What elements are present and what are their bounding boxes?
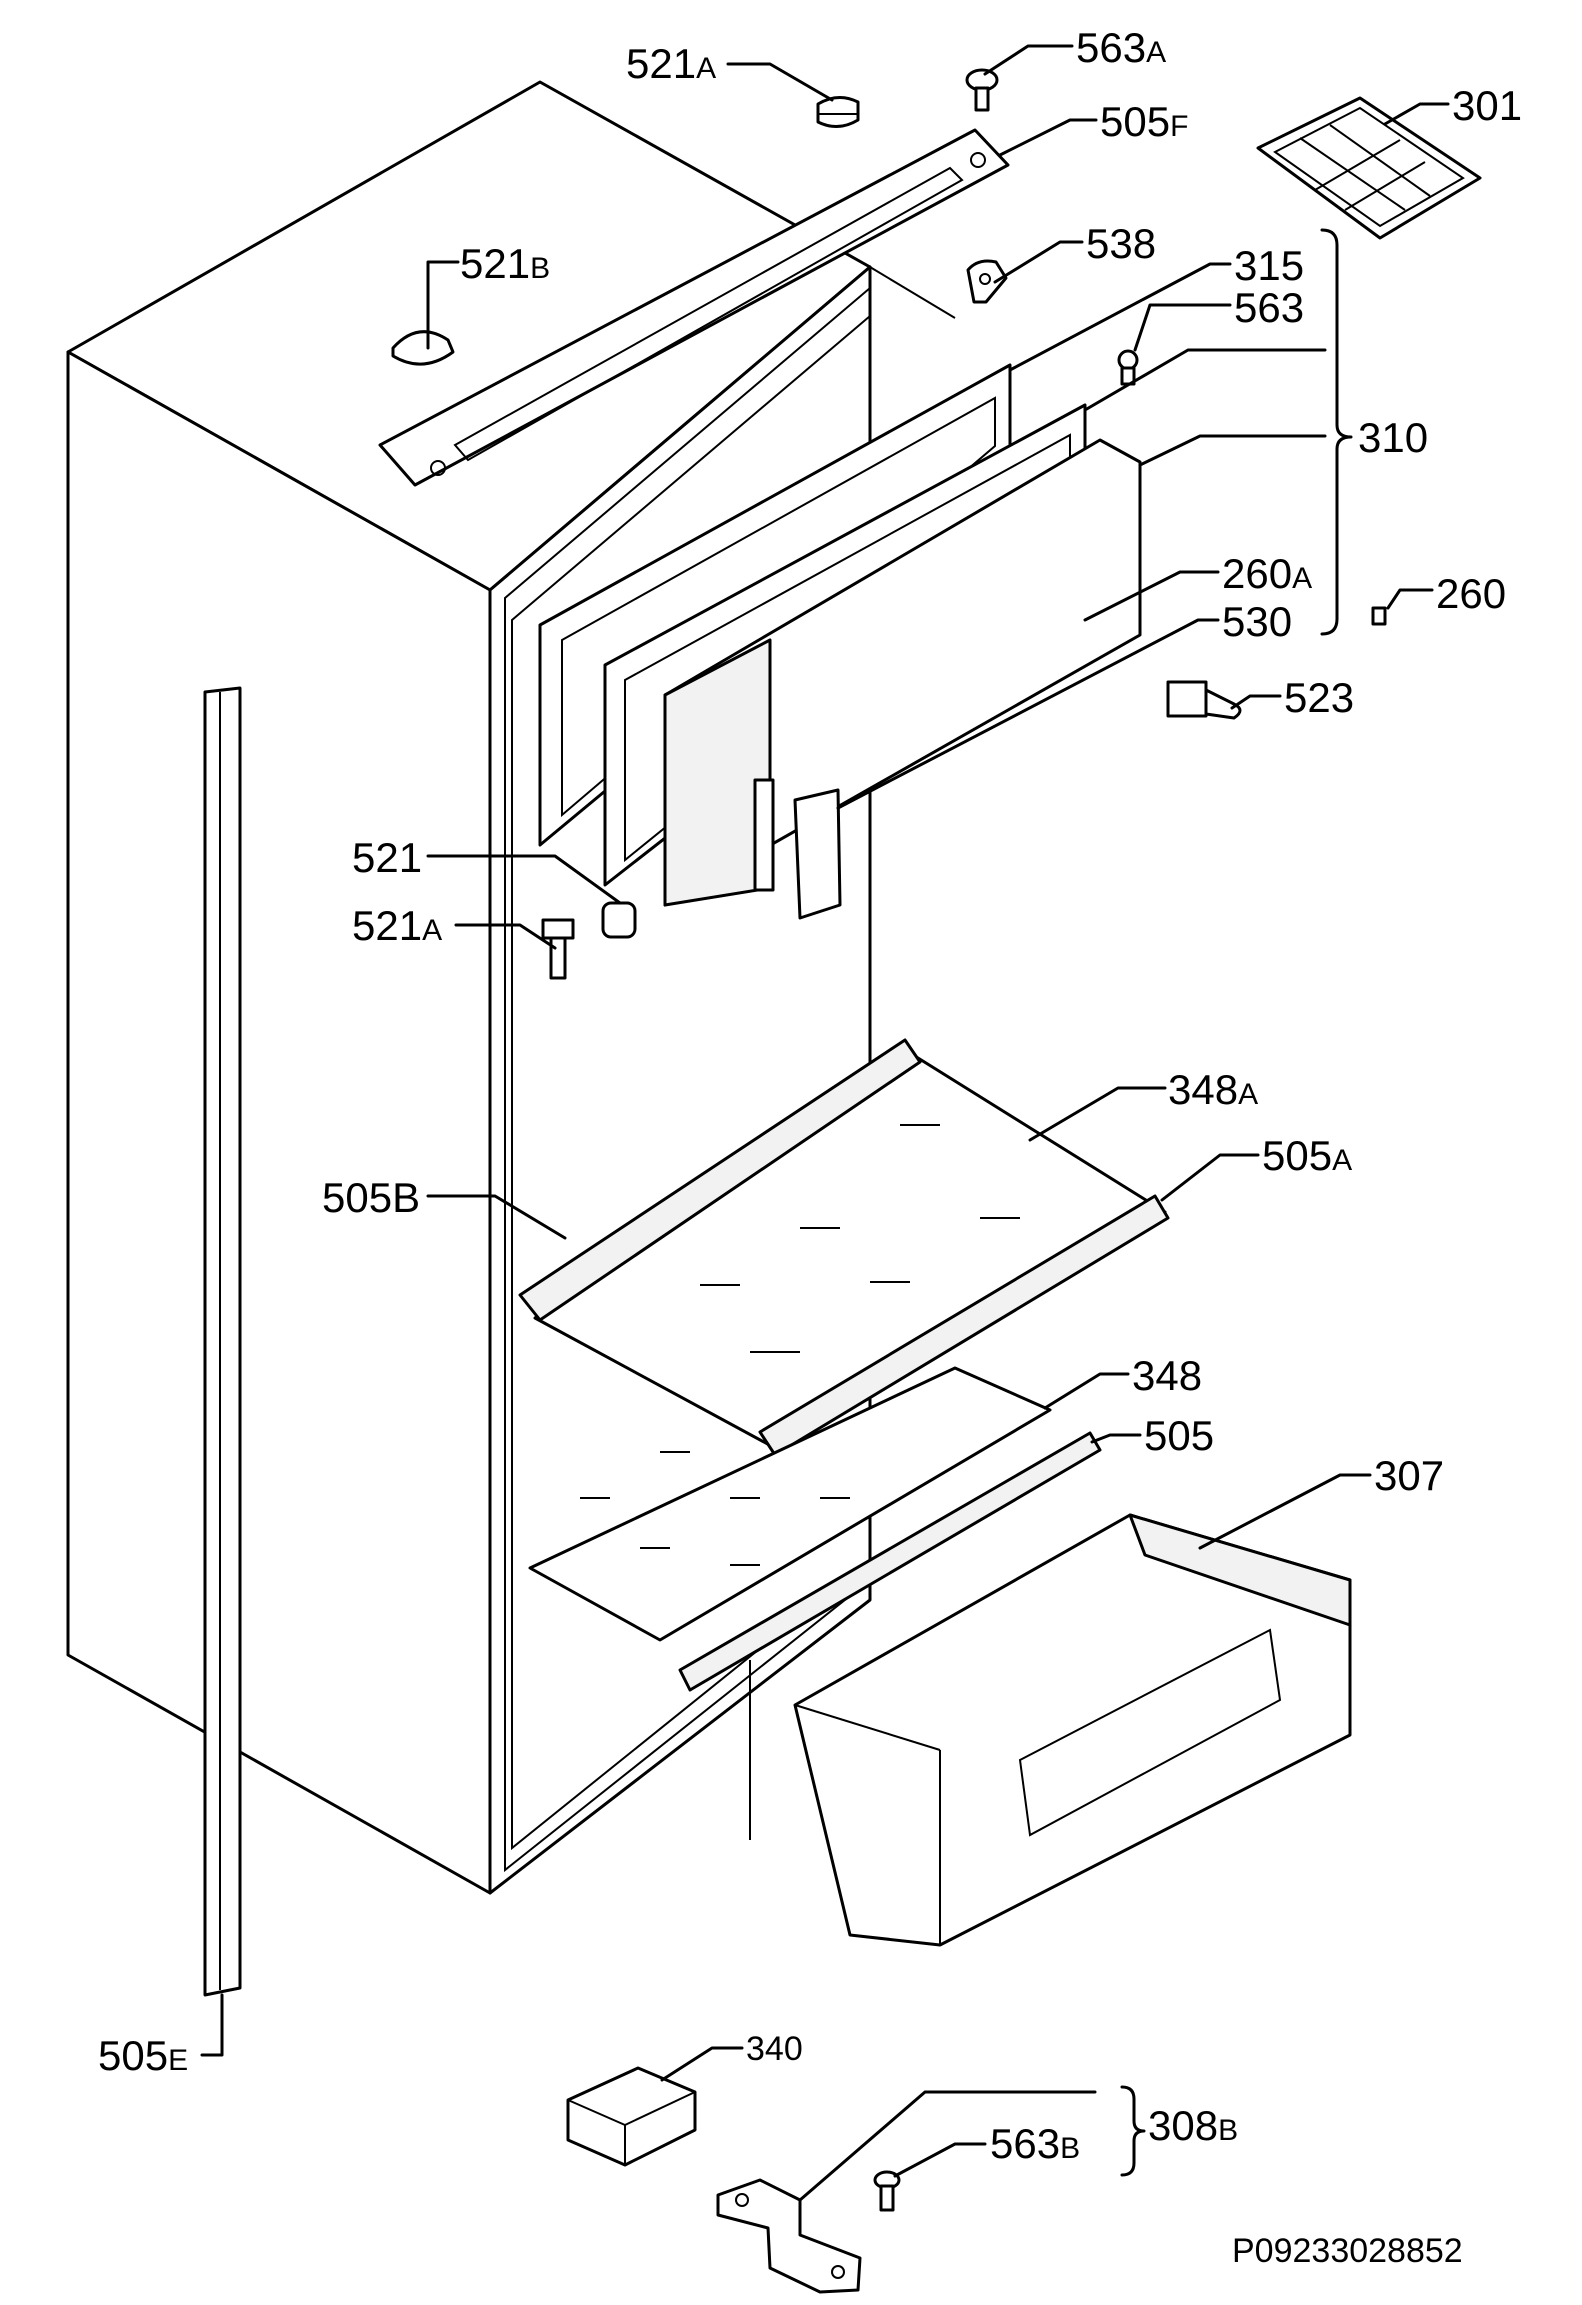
clip-260 <box>1371 606 1387 626</box>
ice-tray-301 <box>1256 96 1482 240</box>
crisper-drawer-handle-recess <box>1018 1628 1282 1837</box>
freezer-door-handle-530 <box>793 788 842 920</box>
reference-code: P09233028852 <box>1232 2232 1463 2270</box>
callout-315: 315 <box>1234 242 1304 289</box>
callout-505E: 505E <box>98 2032 188 2079</box>
callout-538: 538 <box>1086 220 1156 267</box>
screw-563 <box>1117 349 1139 386</box>
callout-530: 530 <box>1222 598 1292 645</box>
top-trim-strip <box>378 128 1010 487</box>
screw-563A <box>965 68 999 112</box>
callout-310: 310 <box>1358 414 1428 461</box>
shelf-front-trim-505A <box>758 1194 1170 1457</box>
callout-labels: 521A 563A 505F 301 521B 538 315 563 310 … <box>98 24 1522 2167</box>
callout-260A: 260A <box>1222 550 1312 597</box>
cap-521B <box>391 330 455 366</box>
bracket-538 <box>966 259 1008 304</box>
shelf-rear-trim-505B <box>518 1038 922 1322</box>
callout-260: 260 <box>1436 570 1506 617</box>
switch-523 <box>1166 680 1242 720</box>
callout-505F: 505F <box>1100 98 1188 145</box>
crisper-drawer-307 <box>793 1513 1352 1947</box>
screw-563B <box>873 2170 901 2212</box>
cap-521A-top <box>816 96 860 128</box>
callout-505: 505 <box>1144 1412 1214 1459</box>
callout-307: 307 <box>1374 1452 1444 1499</box>
callout-521A-top: 521A <box>626 40 716 87</box>
shelf-trim-505 <box>678 1431 1102 1692</box>
callout-505A: 505A <box>1262 1132 1352 1179</box>
glass-shelf-348A <box>518 1038 1170 1457</box>
hinge-pin-521A <box>541 918 575 980</box>
assembly-bracket-310 <box>1320 228 1353 636</box>
callout-348: 348 <box>1132 1352 1202 1399</box>
freezer-door-panel-310 <box>663 438 1142 907</box>
block-340 <box>566 2066 697 2167</box>
leader-lines <box>200 44 1450 2202</box>
glass-shelf-348 <box>528 1366 1052 1642</box>
callout-340: 340 <box>746 2030 803 2068</box>
hinge-308B <box>716 2178 862 2294</box>
callout-563A: 563A <box>1076 24 1166 71</box>
assembly-bracket-308B <box>1120 2085 1146 2177</box>
callout-348A: 348A <box>1168 1066 1258 1113</box>
vertical-trim-505E <box>203 686 242 1997</box>
cabinet-left-side <box>66 350 492 1895</box>
top-trim-505F <box>378 128 1010 487</box>
callout-505B: 505B <box>322 1174 420 1221</box>
callout-521A-mid: 521A <box>352 902 442 949</box>
crisper-drawer-inner <box>1128 1513 1352 1627</box>
cabinet-body <box>66 80 956 1895</box>
callout-308B: 308B <box>1148 2102 1238 2149</box>
callout-301: 301 <box>1452 82 1522 129</box>
callout-521B: 521B <box>460 240 550 287</box>
callout-563: 563 <box>1234 284 1304 331</box>
callout-523: 523 <box>1284 674 1354 721</box>
callout-521: 521 <box>352 834 422 881</box>
bushing-521 <box>601 901 637 939</box>
callout-563B: 563B <box>990 2120 1080 2167</box>
